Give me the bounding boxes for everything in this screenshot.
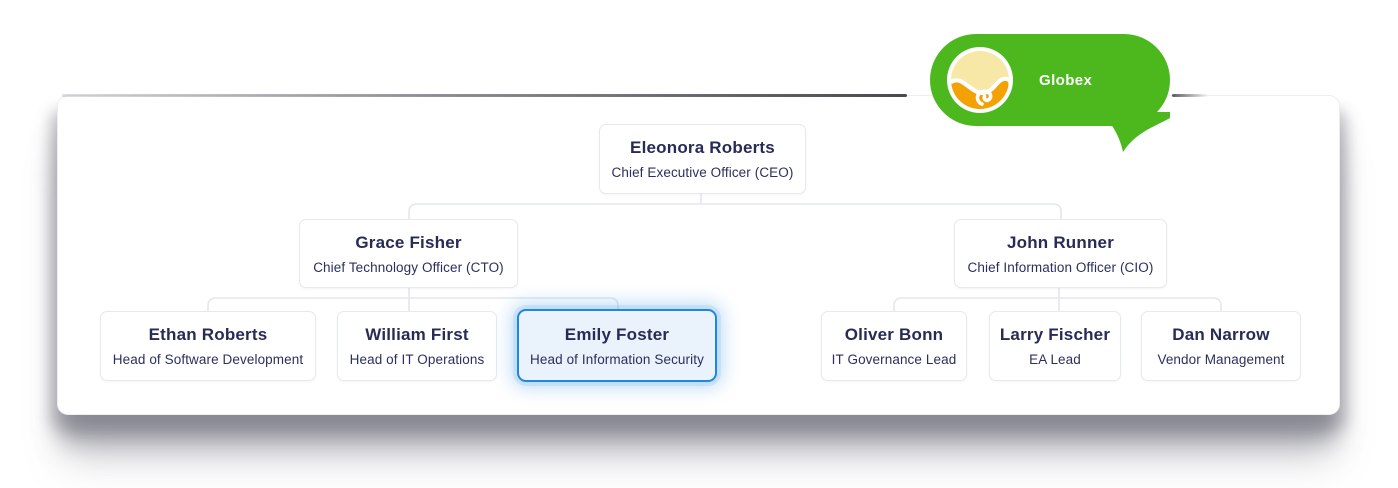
org-card-vendor-management[interactable]: Dan Narrow Vendor Management [1141, 311, 1301, 381]
person-name: Dan Narrow [1172, 325, 1270, 344]
company-badge-label: Globex [1039, 71, 1093, 89]
person-name: Grace Fisher [355, 232, 462, 252]
org-card-cto[interactable]: Grace Fisher Chief Technology Officer (C… [299, 219, 518, 288]
org-card-it-governance-lead[interactable]: Oliver Bonn IT Governance Lead [821, 311, 967, 381]
person-name: John Runner [1006, 232, 1115, 252]
person-name: Ethan Roberts [148, 325, 268, 344]
person-title: EA Lead [1029, 352, 1081, 367]
company-badge[interactable]: Globex [930, 34, 1170, 126]
panel-top-shadow-right [1172, 94, 1208, 97]
person-name: Larry Fischer [999, 325, 1111, 344]
org-card-head-information-security-selected[interactable]: Emily Foster Head of Information Securit… [517, 309, 717, 382]
person-name: Eleonora Roberts [630, 138, 775, 157]
person-name: Oliver Bonn [844, 325, 944, 344]
org-chart-panel: Eleonora Roberts Chief Executive Officer… [57, 94, 1340, 415]
person-title: IT Governance Lead [831, 352, 957, 367]
person-title: Chief Information Officer (CIO) [967, 259, 1154, 275]
org-card-cio[interactable]: John Runner Chief Information Officer (C… [954, 219, 1167, 288]
panel-top-shadow-left [62, 94, 907, 97]
globex-wave-logo-icon [947, 47, 1013, 113]
person-title: Head of Information Security [530, 351, 704, 367]
org-card-ea-lead[interactable]: Larry Fischer EA Lead [989, 311, 1121, 381]
person-title: Head of IT Operations [349, 352, 485, 367]
person-name: William First [365, 325, 469, 344]
person-title: Head of Software Development [112, 352, 304, 367]
person-title: Vendor Management [1157, 352, 1285, 367]
org-card-ceo[interactable]: Eleonora Roberts Chief Executive Officer… [599, 124, 806, 194]
person-name: Emily Foster [564, 324, 670, 344]
person-title: Chief Technology Officer (CTO) [313, 259, 504, 275]
org-card-head-software-development[interactable]: Ethan Roberts Head of Software Developme… [100, 311, 316, 381]
person-title: Chief Executive Officer (CEO) [611, 165, 794, 180]
org-card-head-it-operations[interactable]: William First Head of IT Operations [337, 311, 497, 381]
